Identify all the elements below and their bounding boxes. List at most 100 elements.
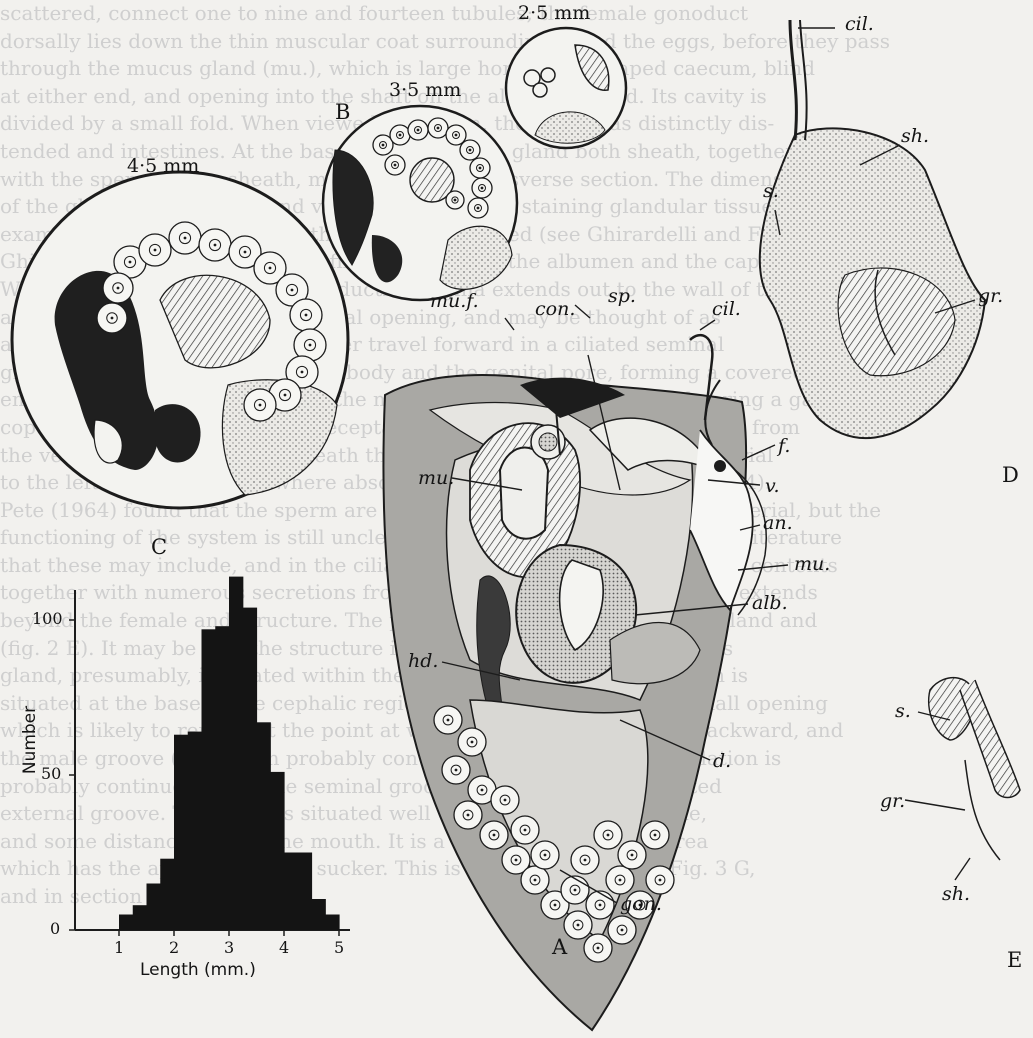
x-tick-label: 4 [279, 938, 289, 957]
egg-nucleolus [455, 769, 458, 772]
label-gon: gon. [620, 893, 662, 915]
egg-nucleolus [477, 207, 480, 210]
egg-nucleolus [455, 134, 458, 137]
egg-nucleolus [447, 719, 450, 722]
x-tick-label: 3 [224, 938, 234, 957]
y-axis-label: Number [20, 695, 40, 785]
histogram-bar [133, 905, 147, 930]
histogram-bar [147, 884, 161, 931]
egg-nucleolus [481, 789, 484, 792]
egg-nucleolus [291, 289, 294, 292]
histogram-bar [243, 608, 257, 930]
x-tick-label: 1 [114, 938, 124, 957]
label-s-e: s. [895, 700, 911, 722]
histogram-bar [202, 629, 216, 930]
label-mu-left: mu. [418, 467, 454, 489]
histogram-bar [119, 915, 133, 931]
panel-label-b: B [335, 100, 350, 124]
label-gr-d: gr. [978, 285, 1003, 307]
egg-nucleolus [284, 394, 287, 397]
egg-nucleolus [597, 947, 600, 950]
egg-nucleolus [504, 799, 507, 802]
egg-nucleolus [129, 261, 132, 264]
egg-nucleolus [399, 134, 402, 137]
egg-nucleolus [584, 859, 587, 862]
histogram-bar [284, 853, 298, 931]
egg-nucleolus [117, 287, 120, 290]
histogram [69, 577, 350, 936]
histogram-bar [298, 853, 312, 931]
egg-nucleolus [479, 167, 482, 170]
panel-label-a: A [552, 935, 567, 959]
label-sp: sp. [608, 285, 636, 307]
egg-nucleolus [544, 854, 547, 857]
egg-nucleolus [305, 314, 308, 317]
egg-nucleolus [269, 267, 272, 270]
egg-nucleolus [577, 924, 580, 927]
egg-nucleolus [619, 879, 622, 882]
egg-nucleolus [382, 144, 385, 147]
egg-nucleolus [417, 129, 420, 132]
y-tick-label: 100 [32, 609, 63, 628]
egg-nucleolus [599, 904, 602, 907]
egg-nucleolus [437, 127, 440, 130]
label-cil-d: cil. [845, 13, 874, 35]
scale-label-medium: 3·5 mm [389, 79, 461, 101]
egg-nucleolus [621, 929, 624, 932]
label-f: f. [778, 435, 790, 457]
egg-nucleolus [534, 879, 537, 882]
egg-nucleolus [471, 741, 474, 744]
label-gr-e: gr. [880, 790, 905, 812]
label-s-d: s. [763, 180, 779, 202]
section-medium [323, 106, 517, 300]
egg-nucleolus [607, 834, 610, 837]
egg-nucleolus [454, 199, 457, 202]
egg-nucleolus [111, 317, 114, 320]
egg-nucleolus [184, 237, 187, 240]
label-sh-d: sh. [901, 125, 929, 147]
panel-label-d: D [1002, 463, 1019, 487]
label-sh-e: sh. [942, 883, 970, 905]
label-cil: cil. [712, 298, 741, 320]
egg-nucleolus [394, 164, 397, 167]
egg-nucleolus [301, 371, 304, 374]
histogram-bar [160, 859, 174, 930]
egg-nucleolus [515, 859, 518, 862]
label-hd: hd. [408, 650, 438, 672]
egg-nucleolus [659, 879, 662, 882]
label-v: v. [765, 475, 780, 497]
specimen-e [929, 678, 1020, 860]
histogram-bar [229, 577, 243, 930]
x-tick-label: 2 [169, 938, 179, 957]
label-muf: mu.f. [430, 290, 479, 312]
egg-nucleolus [524, 829, 527, 832]
histogram-bar [174, 735, 188, 930]
y-tick-label: 50 [41, 764, 61, 783]
label-con: con. [535, 298, 575, 320]
egg-nucleolus [244, 251, 247, 254]
egg-nucleolus [481, 187, 484, 190]
label-an: an. [763, 512, 793, 534]
egg-nucleolus [631, 854, 634, 857]
egg-nucleolus [574, 889, 577, 892]
panel-label-c: C [151, 535, 167, 559]
egg-nucleolus [467, 814, 470, 817]
histogram-bar [215, 626, 229, 930]
egg-nucleolus [154, 249, 157, 252]
histogram-bar [312, 899, 326, 930]
label-mu-right: mu. [794, 553, 830, 575]
label-alb: alb. [752, 592, 788, 614]
egg-nucleolus [309, 344, 312, 347]
panel-label-e: E [1007, 948, 1022, 972]
histogram-bar [188, 732, 202, 930]
egg-nucleolus [654, 834, 657, 837]
specimen-d [760, 20, 985, 438]
y-tick-label: 0 [50, 919, 60, 938]
egg-nucleolus [259, 404, 262, 407]
section-large [12, 172, 348, 508]
histogram-bar [270, 772, 284, 930]
scale-label-large: 4·5 mm [127, 155, 199, 177]
histogram-bar [257, 722, 271, 930]
egg-nucleolus [554, 904, 557, 907]
egg-nucleolus [469, 149, 472, 152]
